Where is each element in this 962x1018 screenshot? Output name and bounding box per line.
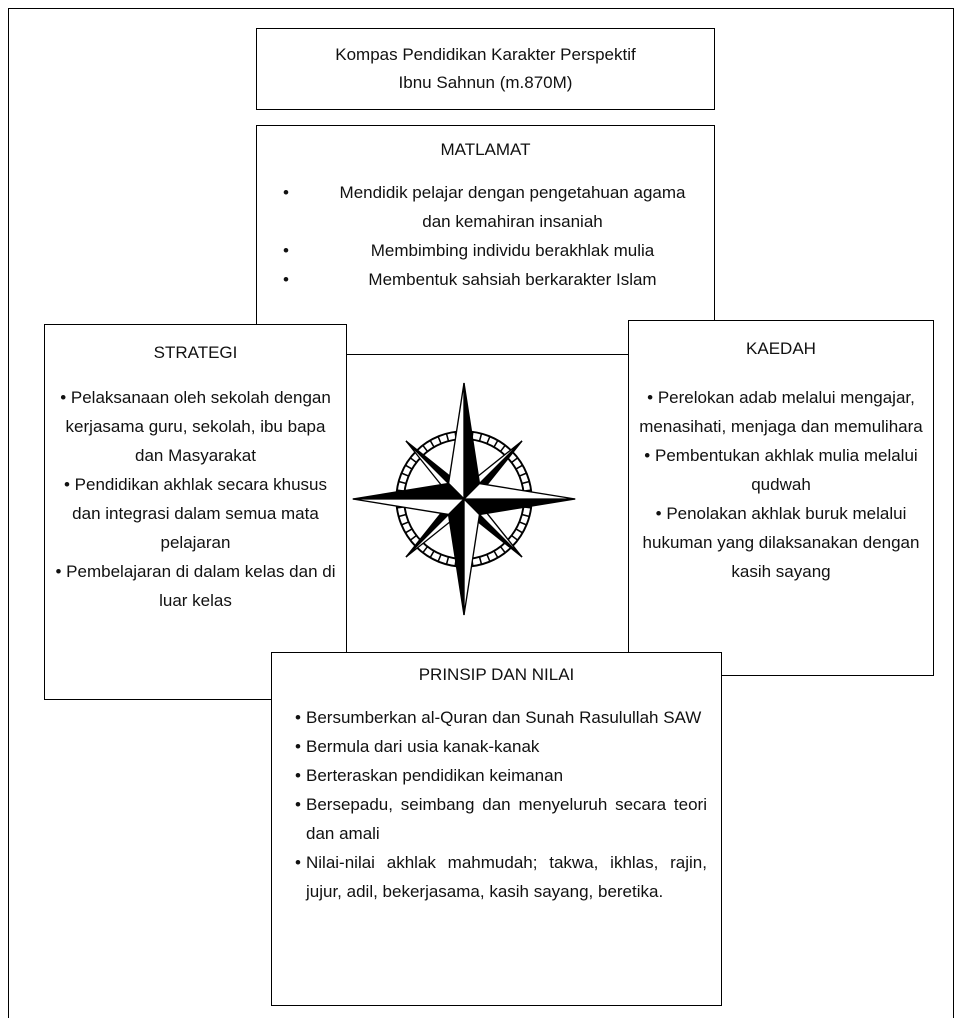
list-item-text: Membimbing individu berakhlak mulia [370, 241, 655, 260]
list-item: • Mendidik pelajar dengan pengetahuan aga… [257, 178, 714, 236]
strategi-box: STRATEGI • Pelaksanaan oleh sekolah deng… [44, 324, 347, 700]
bullet: • [295, 766, 301, 785]
bullet: • [60, 388, 67, 407]
bullet: • [295, 708, 301, 727]
list-item: • Pembentukan akhlak mulia melalui qudwa… [637, 441, 925, 499]
list-item: • Bermula dari usia kanak-kanak [295, 732, 707, 761]
list-item-text: Penolakan akhlak buruk melalui hukuman y… [642, 504, 920, 581]
list-item-text: Pendidikan akhlak secara khusus dan inte… [72, 475, 327, 552]
list-item-text: Perelokan adab melalui mengajar, menasih… [639, 388, 923, 436]
kaedah-heading: KAEDAH [746, 339, 816, 358]
strategi-heading: STRATEGI [153, 343, 238, 362]
list-item-text: Pembentukan akhlak mulia melalui qudwah [654, 446, 918, 494]
list-item-text: Bermula dari usia kanak-kanak [306, 737, 540, 756]
list-item: • Nilai-nilai akhlak mahmudah; takwa, ikh… [295, 848, 707, 906]
list-item: • Pembelajaran di dalam kelas dan di lua… [53, 557, 338, 615]
strategi-list: • Pelaksanaan oleh sekolah dengan kerjas… [45, 383, 346, 615]
compass-rose-icon [352, 382, 576, 616]
list-item-text: Nilai-nilai akhlak mahmudah; takwa, ikhl… [306, 853, 707, 901]
list-item-text: Berteraskan pendidikan keimanan [306, 766, 564, 785]
list-item: • Bersepadu, seimbang dan menyeluruh seca… [295, 790, 707, 848]
bullet: • [655, 504, 662, 523]
list-item-text: Pelaksanaan oleh sekolah dengan kerjasam… [65, 388, 331, 465]
bullet: • [295, 853, 301, 872]
list-item-text: Pembelajaran di dalam kelas dan di luar … [66, 562, 336, 610]
list-item: • Pendidikan akhlak secara khusus dan in… [53, 470, 338, 557]
list-item-text: Bersumberkan al-Quran dan Sunah Rasulull… [306, 708, 702, 727]
title-line-1: Kompas Pendidikan Karakter Perspektif [335, 45, 636, 64]
bullet: • [283, 241, 289, 260]
bullet: • [55, 562, 62, 581]
list-item: • Membimbing individu berakhlak mulia [257, 236, 714, 265]
bullet: • [283, 183, 289, 202]
list-item: • Membentuk sahsiah berkarakter Islam [257, 265, 714, 294]
list-item-text: Membentuk sahsiah berkarakter Islam [368, 270, 657, 289]
matlamat-box: MATLAMAT • Mendidik pelajar dengan penget… [256, 125, 715, 355]
matlamat-heading: MATLAMAT [440, 140, 531, 159]
list-item: • Penolakan akhlak buruk melalui hukuman… [637, 499, 925, 586]
prinsip-box: PRINSIP DAN NILAI • Bersumberkan al-Quran… [271, 652, 722, 1006]
list-item: • Berteraskan pendidikan keimanan [295, 761, 707, 790]
bullet: • [295, 737, 301, 756]
title-line-2: Ibnu Sahnun (m.870M) [398, 73, 573, 92]
bullet: • [295, 795, 301, 814]
title-box: Kompas Pendidikan Karakter Perspektif Ib… [256, 28, 715, 110]
prinsip-list: • Bersumberkan al-Quran dan Sunah Rasulul… [272, 703, 721, 906]
matlamat-list: • Mendidik pelajar dengan pengetahuan aga… [257, 178, 714, 294]
bullet: • [647, 388, 654, 407]
list-item: • Pelaksanaan oleh sekolah dengan kerjas… [53, 383, 338, 470]
list-item-text: Mendidik pelajar dengan pengetahuan agam… [339, 183, 686, 231]
kaedah-list: • Perelokan adab melalui mengajar, menas… [629, 383, 933, 586]
bullet: • [63, 475, 70, 494]
bullet: • [283, 270, 289, 289]
list-item-text: Bersepadu, seimbang dan menyeluruh secar… [306, 795, 707, 843]
list-item: • Perelokan adab melalui mengajar, menas… [637, 383, 925, 441]
outer-frame [8, 8, 954, 1018]
prinsip-heading: PRINSIP DAN NILAI [418, 665, 575, 684]
kaedah-box: KAEDAH • Perelokan adab melalui mengajar… [628, 320, 934, 676]
bullet: • [644, 446, 651, 465]
list-item: • Bersumberkan al-Quran dan Sunah Rasulul… [295, 703, 707, 732]
